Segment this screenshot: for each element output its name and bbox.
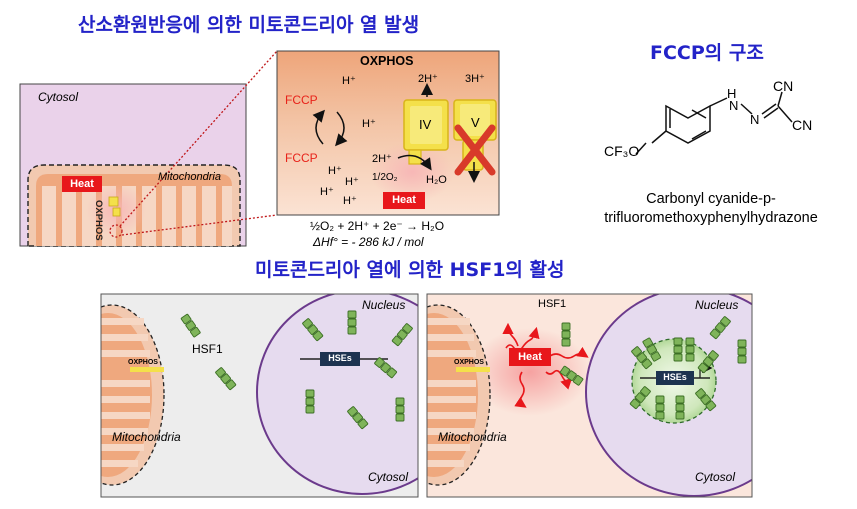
hsf1-monomer [180, 313, 202, 338]
fccp-label-top: FCCP [285, 93, 318, 107]
two-h-plus-reactant: 2H⁺ [372, 153, 392, 165]
complex-v-label: V [471, 115, 480, 130]
title-hsf1-activation: 미토콘드리아 열에 의한 HSF1의 활성 [255, 259, 565, 281]
zoom-source-circle [109, 224, 123, 238]
hsf1-monomer [395, 397, 405, 422]
h-plus-2: H⁺ [362, 118, 376, 130]
heat-glow-zoom [370, 142, 454, 202]
cytosol-label: Cytosol [38, 90, 79, 104]
hsf1-monomer [737, 339, 747, 364]
title-fccp-structure: FCCP의 구조 [650, 42, 764, 64]
hsf1-monomer [346, 405, 369, 430]
hsf1-monomer [561, 322, 571, 347]
lower-left-panel [101, 294, 418, 497]
fccp-cycle-left [312, 109, 325, 145]
heat-badge-small: Heat [62, 176, 102, 192]
hsf1-monomer [305, 389, 315, 414]
hsf1-monomer [559, 365, 584, 387]
equation-enthalpy: ΔHf° = - 286 kJ / mol [313, 235, 424, 249]
fccp-n2-label: N [750, 112, 760, 127]
cytosol-label-right: Cytosol [695, 470, 736, 484]
hses-label-right: HSEs [663, 372, 687, 382]
three-h-plus: 3H⁺ [465, 73, 485, 85]
hsf1-monomer [347, 310, 357, 335]
mini-complex-a [108, 196, 119, 207]
hsf1-monomer [214, 366, 237, 391]
hsf1-label-left: HSF1 [192, 342, 223, 356]
fccp-name-line1: Carbonyl cyanide-p- [646, 191, 776, 207]
arrow-reaction [397, 154, 432, 171]
fccp-cycle-right [335, 111, 348, 147]
mini-complex-b [112, 207, 121, 217]
fccp-nh-label: H [727, 86, 737, 101]
h2o-product: H₂O [426, 174, 447, 186]
zoom-line-top [119, 50, 278, 227]
h-plus-1: H⁺ [342, 75, 356, 87]
heat-glow-right [470, 328, 590, 416]
hsf1-label-right: HSF1 [538, 298, 567, 310]
fccp-n1-label: N [729, 98, 739, 113]
h-plus-3: H⁺ [328, 165, 342, 177]
fccp-cn-bottom: CN [792, 117, 813, 133]
oxphos-label-left: OXPHOS [128, 359, 158, 366]
fccp-structure [635, 91, 793, 155]
nucleus-left [256, 294, 418, 495]
hsf1-trimer-unit [697, 349, 720, 374]
hsf1-monomer [709, 315, 732, 340]
equation-reaction: ½O₂ + 2H⁺ + 2e⁻ → H₂O [310, 219, 445, 233]
oxphos-zoom-title: OXPHOS [360, 54, 414, 68]
hsf1-trimer-unit [655, 395, 665, 420]
oxphos-label-right: OXPHOS [454, 359, 484, 366]
fccp-cf3o: CF₃O [604, 143, 640, 159]
hses-box-left [320, 352, 360, 366]
hsf1-trimer-unit [694, 387, 717, 412]
hsf1-monomer [373, 356, 398, 379]
cytosol-label-left: Cytosol [368, 470, 409, 484]
nucleus-label-left: Nucleus [362, 298, 406, 312]
mitochondria-label-right: Mitochondria [438, 430, 507, 444]
h-plus-4: H⁺ [345, 176, 359, 188]
half-o2: 1/2O₂ [372, 172, 398, 183]
hsf1-trimer-unit [685, 337, 695, 362]
hses-label-left: HSEs [328, 353, 352, 363]
fccp-label-bottom: FCCP [285, 151, 318, 165]
h-plus-6: H⁺ [343, 195, 357, 207]
fccp-name-line2: trifluoromethoxyphenylhydrazone [604, 210, 818, 226]
mito-right-cristae [427, 318, 476, 467]
hsf1-monomer [301, 317, 324, 342]
complex-iv [403, 99, 449, 165]
fccp-cn-top: CN [773, 78, 794, 94]
hses-box-right [656, 371, 694, 385]
mito-left-cristae [101, 318, 150, 467]
hsf1-trimer-unit [673, 337, 683, 362]
fccp-chemical-name: Carbonyl cyanide-p- trifluoromethoxyphen… [585, 190, 837, 228]
hsf1-trimer-unit [629, 385, 652, 410]
two-h-plus-top: 2H⁺ [418, 73, 438, 85]
complex-iv-label: IV [419, 117, 432, 132]
mitochondria-label-left: Mitochondria [112, 430, 181, 444]
hsf1-trimer-unit [675, 395, 685, 420]
inhibition-x [454, 124, 496, 176]
nucleus-label-right: Nucleus [695, 298, 739, 312]
heat-badge-right: Heat [509, 348, 551, 366]
mitochondria-label: Mitochondria [158, 171, 221, 183]
hsf1-monomer [391, 322, 414, 347]
h-plus-5: H⁺ [320, 186, 334, 198]
heat-badge-zoom: Heat [383, 192, 425, 209]
title-redox-heat: 산소환원반응에 의한 미토콘드리아 열 발생 [78, 14, 420, 36]
